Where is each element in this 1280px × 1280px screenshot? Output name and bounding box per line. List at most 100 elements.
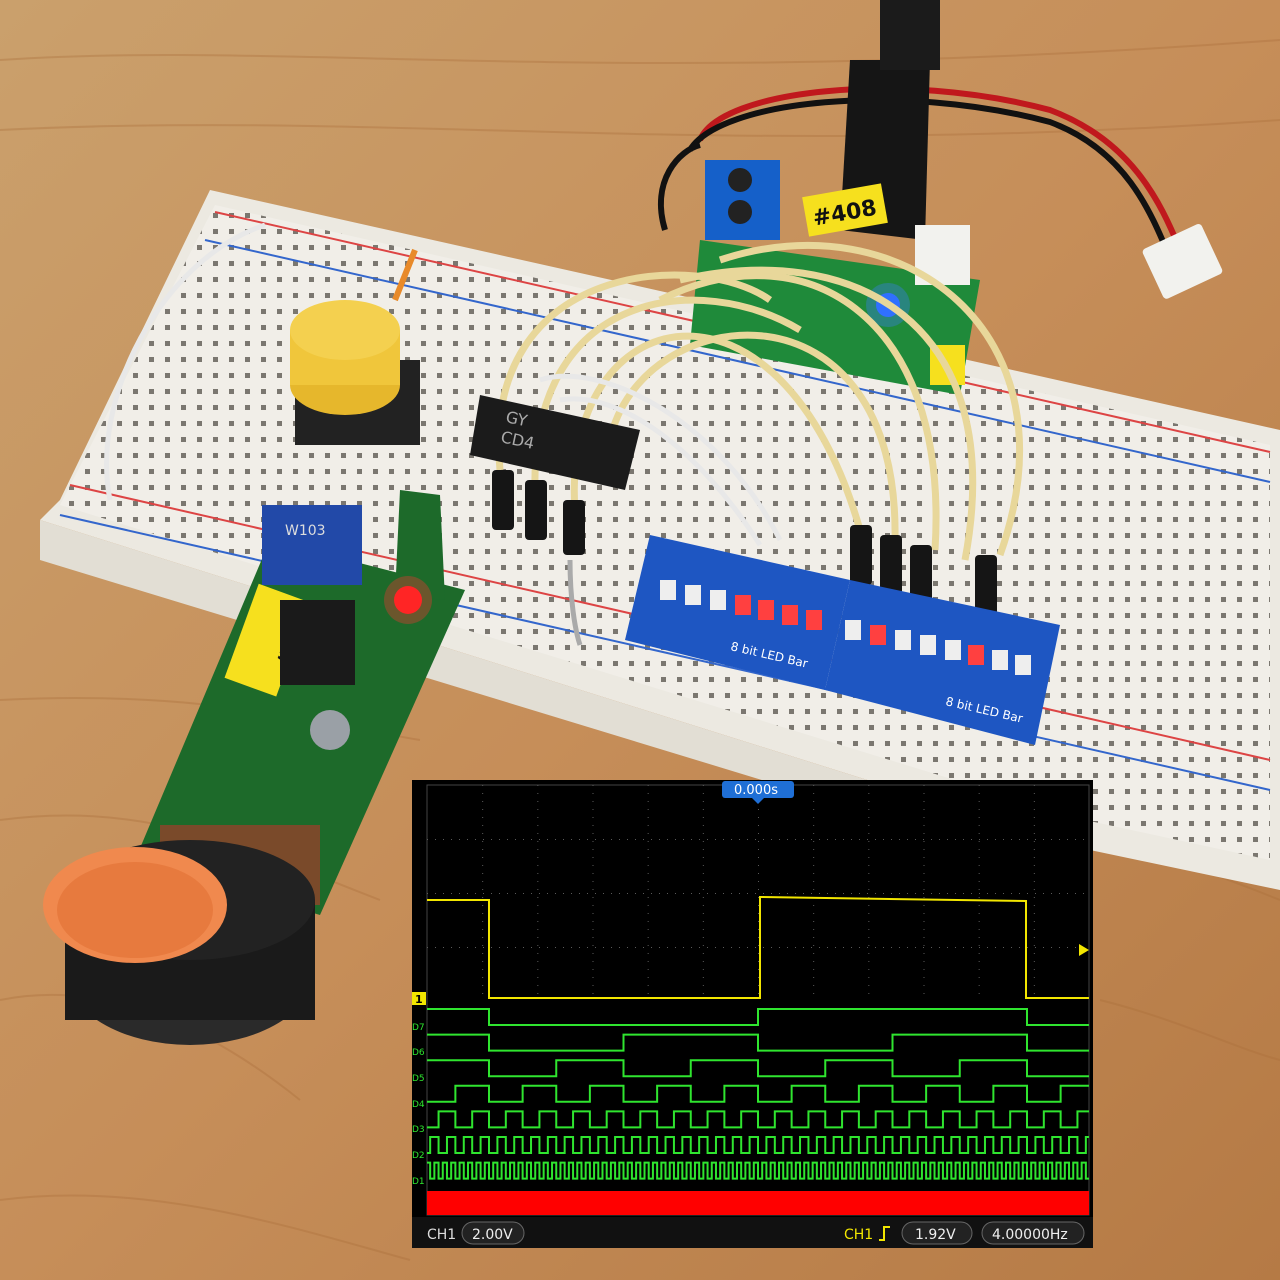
grid-dot xyxy=(923,833,925,834)
grid-dot xyxy=(731,839,732,840)
grid-dot xyxy=(537,937,539,938)
grid-dot xyxy=(691,839,692,840)
grid-dot xyxy=(868,841,870,842)
digital-trace-d4 xyxy=(427,1084,1089,1103)
grid-dot xyxy=(702,785,704,786)
grid-dot xyxy=(537,953,539,954)
grid-dot xyxy=(592,825,594,826)
time-offset: 0.000s xyxy=(734,783,778,798)
grid-dot xyxy=(939,947,940,948)
grid-dot xyxy=(758,881,759,882)
grid-dot xyxy=(691,893,692,894)
grid-dot xyxy=(813,825,815,826)
grid-dot xyxy=(537,865,539,866)
grid-dot xyxy=(868,825,870,826)
grid-dot xyxy=(771,839,772,840)
grid-dot xyxy=(923,839,924,840)
grid-dot xyxy=(1003,893,1004,894)
grid-dot xyxy=(603,947,604,948)
grid-dot xyxy=(883,947,884,948)
grid-dot xyxy=(647,881,649,882)
grid-dot xyxy=(491,947,492,948)
grid-dot xyxy=(963,893,964,894)
grid-dot xyxy=(611,839,612,840)
grid-dot xyxy=(939,839,940,840)
grid-dot xyxy=(971,839,972,840)
grid-dot xyxy=(978,985,980,986)
grid-dot xyxy=(1051,947,1052,948)
grid-dot xyxy=(683,947,684,948)
grid-dot xyxy=(531,839,532,840)
grid-dot xyxy=(702,961,704,962)
grid-dot xyxy=(1033,881,1035,882)
grid-dot xyxy=(795,839,796,840)
grid-dot xyxy=(482,841,484,842)
grid-dot xyxy=(702,993,704,994)
grid-dot xyxy=(1033,969,1035,970)
grid-dot xyxy=(979,839,980,840)
grid-dot xyxy=(482,993,484,994)
grid-dot xyxy=(702,801,704,802)
grid-dot xyxy=(523,893,524,894)
grid-dot xyxy=(819,839,820,840)
grid-dot xyxy=(843,893,844,894)
grid-dot xyxy=(915,893,916,894)
grid-dot xyxy=(537,793,539,794)
grid-dot xyxy=(891,947,892,948)
trigger-level-arrow xyxy=(1079,944,1089,956)
grid-dot xyxy=(923,945,925,946)
grid-dot xyxy=(482,913,484,914)
grid-dot xyxy=(579,947,580,948)
grid-dot xyxy=(537,857,539,858)
grid-dot xyxy=(923,947,924,948)
grid-dot xyxy=(537,921,539,922)
grid-dot xyxy=(758,817,759,818)
trigger-level-badge xyxy=(901,1221,973,1245)
grid-dot xyxy=(683,839,684,840)
grid-dot xyxy=(482,897,484,898)
grid-dot xyxy=(955,947,956,948)
grid-dot xyxy=(827,893,828,894)
grid-dot xyxy=(592,985,594,986)
grid-dot xyxy=(868,833,870,834)
ch1-ground-marker xyxy=(412,992,426,1005)
grid-dot xyxy=(758,953,759,954)
grid-dot xyxy=(868,953,870,954)
grid-dot xyxy=(627,893,628,894)
grid-dot xyxy=(923,785,925,786)
grid-dot xyxy=(923,881,925,882)
grid-dot xyxy=(1051,893,1052,894)
grid-dot xyxy=(1083,893,1084,894)
grid-dot xyxy=(571,839,572,840)
grid-dot xyxy=(702,929,704,930)
grid-dot xyxy=(795,893,796,894)
grid-dot xyxy=(1035,839,1036,840)
grid-dot xyxy=(647,945,649,946)
grid-dot xyxy=(482,961,484,962)
grid-dot xyxy=(647,961,649,962)
grid-dot xyxy=(931,893,932,894)
grid-dot xyxy=(779,839,780,840)
grid-dot xyxy=(647,849,649,850)
grid-dot xyxy=(1033,809,1035,810)
grid-dot xyxy=(563,839,564,840)
grid-dot xyxy=(758,961,759,962)
grid-dot xyxy=(427,839,428,840)
grid-dot xyxy=(702,873,704,874)
grid-dot xyxy=(813,985,815,986)
grid-dot xyxy=(1033,833,1035,834)
grid-dot xyxy=(647,897,649,898)
grid-dot xyxy=(523,839,524,840)
pot-label: W103 xyxy=(285,523,326,539)
grid-dot xyxy=(482,785,484,786)
grid-dot xyxy=(555,839,556,840)
grid-dot xyxy=(635,839,636,840)
grid-dot xyxy=(758,897,759,898)
grid-dot xyxy=(702,921,704,922)
grid-dot xyxy=(978,953,980,954)
grid-dot xyxy=(859,947,860,948)
grid-dot xyxy=(451,893,452,894)
grid-dot xyxy=(482,945,484,946)
grid-dot xyxy=(868,873,870,874)
grid-dot xyxy=(702,865,704,866)
